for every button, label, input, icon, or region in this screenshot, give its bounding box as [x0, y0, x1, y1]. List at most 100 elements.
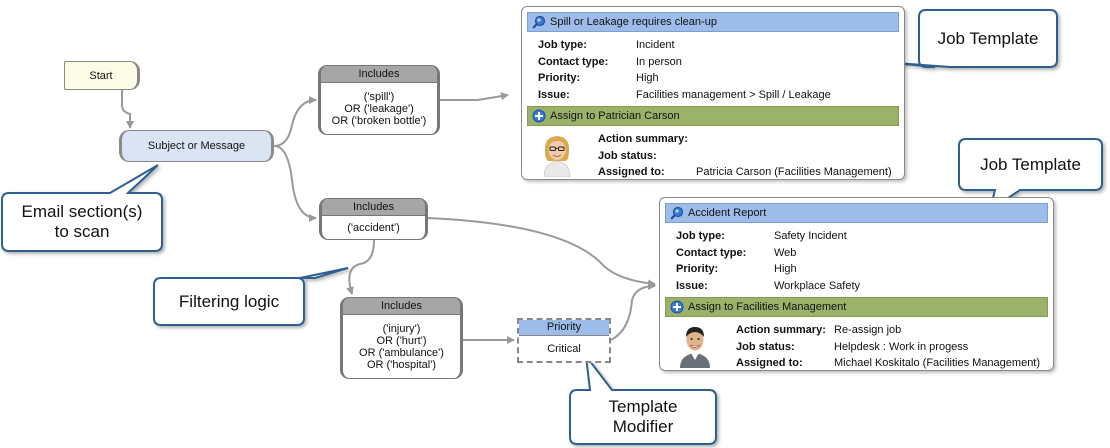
includes-conditions: ('injury') OR ('hurt') OR ('ambulance') … [343, 315, 460, 378]
condition: OR ('hospital') [367, 358, 436, 371]
field-row: Priority: High [538, 70, 904, 87]
field-value: Facilities management > Spill / Leakage [636, 88, 831, 101]
assignment-row: Job status: [598, 148, 892, 165]
field-row: Priority: High [676, 261, 1053, 278]
callout-job-template-2: Job Template [961, 141, 1100, 188]
field-row: Job type:Incident [538, 37, 904, 54]
field-row: Job type: Safety Incident [676, 228, 1053, 245]
assign-bar: Assign to Facilities Management [665, 297, 1048, 317]
field-value: Workplace Safety [774, 279, 861, 292]
callout-email-section: Email section(s) to scan [4, 195, 160, 249]
callout-text: Job Template [937, 28, 1039, 48]
connector-includes2-template2 [427, 217, 656, 288]
field-value: Safety Incident [774, 230, 847, 242]
template-title: Spill or Leakage requires clean-up [550, 16, 717, 28]
assign-bar: Assign to Patrician Carson [527, 106, 899, 126]
plus-circle-icon [670, 300, 684, 314]
assignment-value: Re-assign job [834, 324, 902, 336]
template-title-bar: Spill or Leakage requires clean-up [527, 12, 899, 32]
callout-text: Job Template [980, 154, 1081, 174]
includes-node-spill: Includes ('spill') OR ('leakage') OR ('b… [318, 65, 440, 135]
template-fields: Job type: Safety Incident Contact type: We… [676, 228, 1053, 294]
assignment-value: Michael Koskitalo (Facilities Management… [834, 357, 1041, 369]
assignment-label: Action summary: [736, 324, 826, 336]
job-template-card-accident: Accident Report Job type: Safety Incident… [659, 197, 1054, 371]
assignment-fields: Action summary: Job status: Assigned to:… [598, 131, 892, 181]
includes-conditions: ('accident') [322, 216, 425, 239]
assignment-label: Assigned to: [598, 166, 665, 178]
assignment-value: Patricia Carson (Facilities Management) [696, 166, 892, 178]
callout-text-line: to scan [54, 222, 110, 241]
callout-text-line: Modifier [612, 417, 674, 436]
priority-modifier-node: Priority Critical [517, 318, 611, 363]
callout-job-template-1-shape [881, 9, 1058, 68]
field-label: Priority: [538, 72, 581, 84]
field-value: In person [636, 55, 682, 68]
subject-label: Subject or Message [147, 140, 246, 152]
connector-start-subject [121, 90, 134, 129]
man-avatar-icon [680, 327, 710, 368]
assignment-fields: Action summary: Re-assign job Job status:… [736, 322, 1040, 372]
field-label: Priority: [676, 263, 719, 275]
callout-template-modifier: Template Modifier [572, 392, 714, 442]
condition: ('injury') [382, 322, 421, 335]
includes-header: Includes [321, 66, 437, 83]
assign-label: Assign to Patrician Carson [550, 110, 680, 122]
includes-node-accident: Includes ('accident') [319, 198, 428, 240]
assignment-label: Job status: [736, 340, 795, 353]
field-label: Issue: [676, 279, 708, 292]
assignment-label: Assigned to: [736, 357, 803, 369]
condition: OR ('hurt') [376, 334, 427, 347]
field-row: Issue: Workplace Safety [676, 278, 1053, 295]
assignment-section: Action summary: Job status: Assigned to:… [522, 131, 904, 181]
template-title: Accident Report [688, 207, 767, 219]
callout-text: Filtering logic [178, 291, 280, 311]
start-label: Start [89, 69, 113, 82]
assignment-section: Action summary: Re-assign job Job status:… [660, 322, 1053, 372]
callout-modifier-shape [569, 352, 717, 445]
subject-node: Subject or Message [119, 130, 274, 162]
callout-filtering: Filtering logic [156, 280, 302, 323]
start-node: Start [64, 61, 140, 90]
field-label: Job type: [676, 230, 725, 242]
assign-label: Assign to Facilities Management [688, 301, 847, 313]
field-row: Issue: Facilities management > Spill / Le… [538, 87, 904, 104]
assignment-row: Job status: Helpdesk : Work in progess [736, 339, 1040, 356]
woman-avatar-icon [543, 136, 571, 177]
assignment-row: Assigned to: Michael Koskitalo (Facilitie… [736, 355, 1040, 372]
template-fields: Job type:Incident Contact type:In person… [538, 37, 904, 103]
condition: ('spill') [363, 90, 395, 103]
includes-header: Includes [322, 199, 425, 216]
condition: ('accident') [347, 221, 400, 234]
includes-header: Includes [343, 298, 460, 315]
callout-filtering-shape [153, 267, 349, 326]
field-row: Contact type:In person [538, 54, 904, 71]
field-value: High [636, 72, 659, 84]
priority-value: Critical [547, 342, 581, 355]
includes-node-injury: Includes ('injury') OR ('hurt') OR ('amb… [340, 297, 463, 379]
callout-job-template-1: Job Template [921, 12, 1055, 65]
connector-includes1-template1 [440, 92, 509, 101]
field-row: Contact type: Web [676, 245, 1053, 262]
assignment-row: Action summary: [598, 131, 892, 148]
magnifier-icon [532, 15, 546, 29]
connector-priority-template2 [610, 282, 656, 341]
assignment-value: Helpdesk : Work in progess [834, 340, 969, 353]
condition: OR ('broken bottle') [331, 114, 427, 127]
field-label: Issue: [538, 88, 570, 101]
assignment-label: Job status: [598, 149, 657, 162]
assignment-row: Action summary: Re-assign job [736, 322, 1040, 339]
field-value: Web [774, 246, 797, 259]
callout-email-section-shape [1, 164, 163, 252]
priority-header: Priority [519, 320, 609, 336]
connector-subject-includes1 [273, 96, 317, 147]
field-label: Contact type: [676, 246, 747, 259]
field-value: High [774, 263, 797, 275]
connector-subject-includes2 [273, 145, 317, 222]
callout-text-line: Email section(s) [21, 202, 143, 221]
connector-includes2-includes3 [346, 239, 375, 295]
condition: OR ('ambulance') [359, 346, 444, 359]
assignment-row: Assigned to: Patricia Carson (Facilities … [598, 164, 892, 181]
includes-conditions: ('spill') OR ('leakage') OR ('broken bot… [321, 83, 437, 134]
template-title-bar: Accident Report [665, 203, 1048, 223]
